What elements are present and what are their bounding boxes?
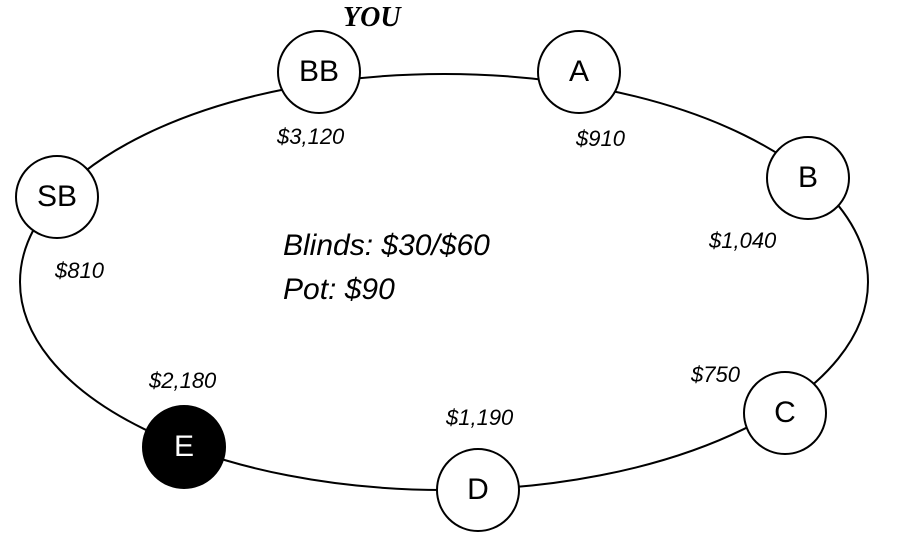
stack-e: $2,180 [149, 368, 217, 393]
seat-a: A [537, 30, 621, 114]
pot-text: Pot: $90 [283, 273, 395, 306]
seat-e: E [142, 405, 226, 489]
stack-a: $910 [576, 126, 625, 151]
blinds-text: Blinds: $30/$60 [283, 229, 490, 262]
seat-c: C [743, 371, 827, 455]
seat-d: D [436, 448, 520, 532]
seat-sb: SB [15, 155, 99, 239]
stack-d: $1,190 [446, 405, 514, 430]
seat-b: B [766, 136, 850, 220]
seat-bb: BB [277, 30, 361, 114]
you-label: YOU [343, 2, 401, 33]
stack-sb: $810 [55, 258, 104, 283]
stack-c: $750 [691, 362, 740, 387]
stack-b: $1,040 [709, 228, 777, 253]
stack-bb: $3,120 [277, 124, 345, 149]
